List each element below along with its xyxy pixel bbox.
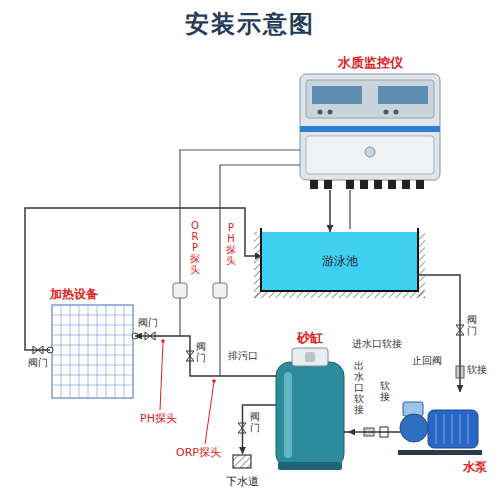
leader-dot: [161, 339, 165, 343]
cable-gland: [416, 180, 424, 189]
pump-housing: [400, 414, 428, 442]
probe-name: PH探头: [226, 222, 236, 266]
pump-stub: [392, 431, 400, 433]
check-valve-label: 止回阀: [412, 355, 442, 367]
filter-base: [278, 462, 342, 470]
controller-display: [378, 86, 428, 104]
leader-dot: [212, 379, 216, 383]
port-label: 出水口软接: [354, 360, 364, 415]
pool-box: 游泳池: [262, 232, 417, 290]
pipe-connector: [135, 336, 272, 376]
cable-gland: [402, 180, 410, 189]
probe-callout: ORP探头: [176, 446, 221, 459]
probe-stem: [219, 298, 220, 376]
controller-connectors: [310, 180, 424, 189]
dosing-line: [349, 190, 350, 229]
controller-box: 水质监控仪: [295, 55, 445, 190]
pump-box: 水泵: [392, 392, 487, 474]
pump-motor: [428, 410, 478, 448]
cable-gland: [360, 180, 368, 189]
drain-box: 下水道: [222, 454, 263, 488]
probe-holder: [173, 283, 187, 298]
node-label: 砂缸: [297, 330, 323, 346]
node-label: 水泵: [463, 460, 487, 474]
pool-floor: [254, 291, 425, 298]
drain-symbol: [233, 455, 251, 468]
controller-band: [300, 126, 440, 132]
node-label: 水质监控仪: [338, 55, 403, 71]
filter-tank: [276, 362, 344, 468]
valve-label: 阀门: [28, 357, 48, 369]
node-label: 加热设备: [50, 287, 98, 301]
port-label: 进水口软接: [352, 338, 402, 350]
pool-wall: [254, 232, 261, 298]
flex-joint-label: 软接: [467, 364, 487, 376]
pipe-connector: [25, 208, 262, 350]
node-label: 下水道: [226, 475, 259, 488]
node-label: 游泳池: [322, 254, 358, 268]
filter-stub: [272, 376, 348, 432]
flex-joint-label: 软接: [380, 380, 390, 402]
probe-name: ORP探头: [190, 220, 200, 275]
pipe-connector: [348, 431, 392, 433]
controller-button: [384, 110, 389, 115]
port-label: 排污口: [228, 350, 258, 362]
leader-line: [160, 342, 163, 410]
diagram-title: 安装示意图: [0, 8, 500, 40]
heater-grid: [52, 305, 133, 398]
cable-gland: [388, 180, 396, 189]
controller-button: [318, 110, 323, 115]
filter-valve-head: [292, 348, 328, 366]
controller-display: [312, 86, 362, 104]
pool-outline: [261, 228, 418, 291]
pool-wall: [418, 232, 425, 298]
valve-label: 阀门: [250, 411, 260, 433]
probe-stem: [179, 298, 180, 336]
probe-callout: PH探头: [140, 412, 177, 425]
valve-label: 阀门: [196, 341, 206, 363]
cable-gland: [374, 180, 382, 189]
cable-gland: [324, 180, 332, 189]
heater-body: [52, 305, 133, 398]
leader-line: [205, 382, 214, 444]
filter-handle: [305, 352, 315, 362]
motor-fins: [436, 414, 468, 444]
pipe-connector: [243, 405, 273, 454]
probe-holder: [213, 283, 227, 298]
pipe-connector: [329, 190, 331, 232]
pump-base: [398, 450, 482, 455]
controller-body: [300, 74, 440, 180]
filter-box: 砂缸: [272, 330, 348, 473]
cable-gland: [346, 180, 354, 189]
valve-label: 阀门: [138, 317, 158, 329]
filter-highlight: [284, 372, 292, 458]
pipe-connector: [417, 275, 460, 392]
valve-label: 阀门: [467, 314, 477, 336]
controller-lock: [365, 147, 375, 157]
controller-cover: [306, 136, 434, 174]
cable-gland: [310, 180, 318, 189]
controller-button: [394, 110, 399, 115]
controller-panel: [306, 80, 434, 118]
heater-box: 加热设备: [50, 287, 135, 400]
controller-button: [328, 110, 333, 115]
